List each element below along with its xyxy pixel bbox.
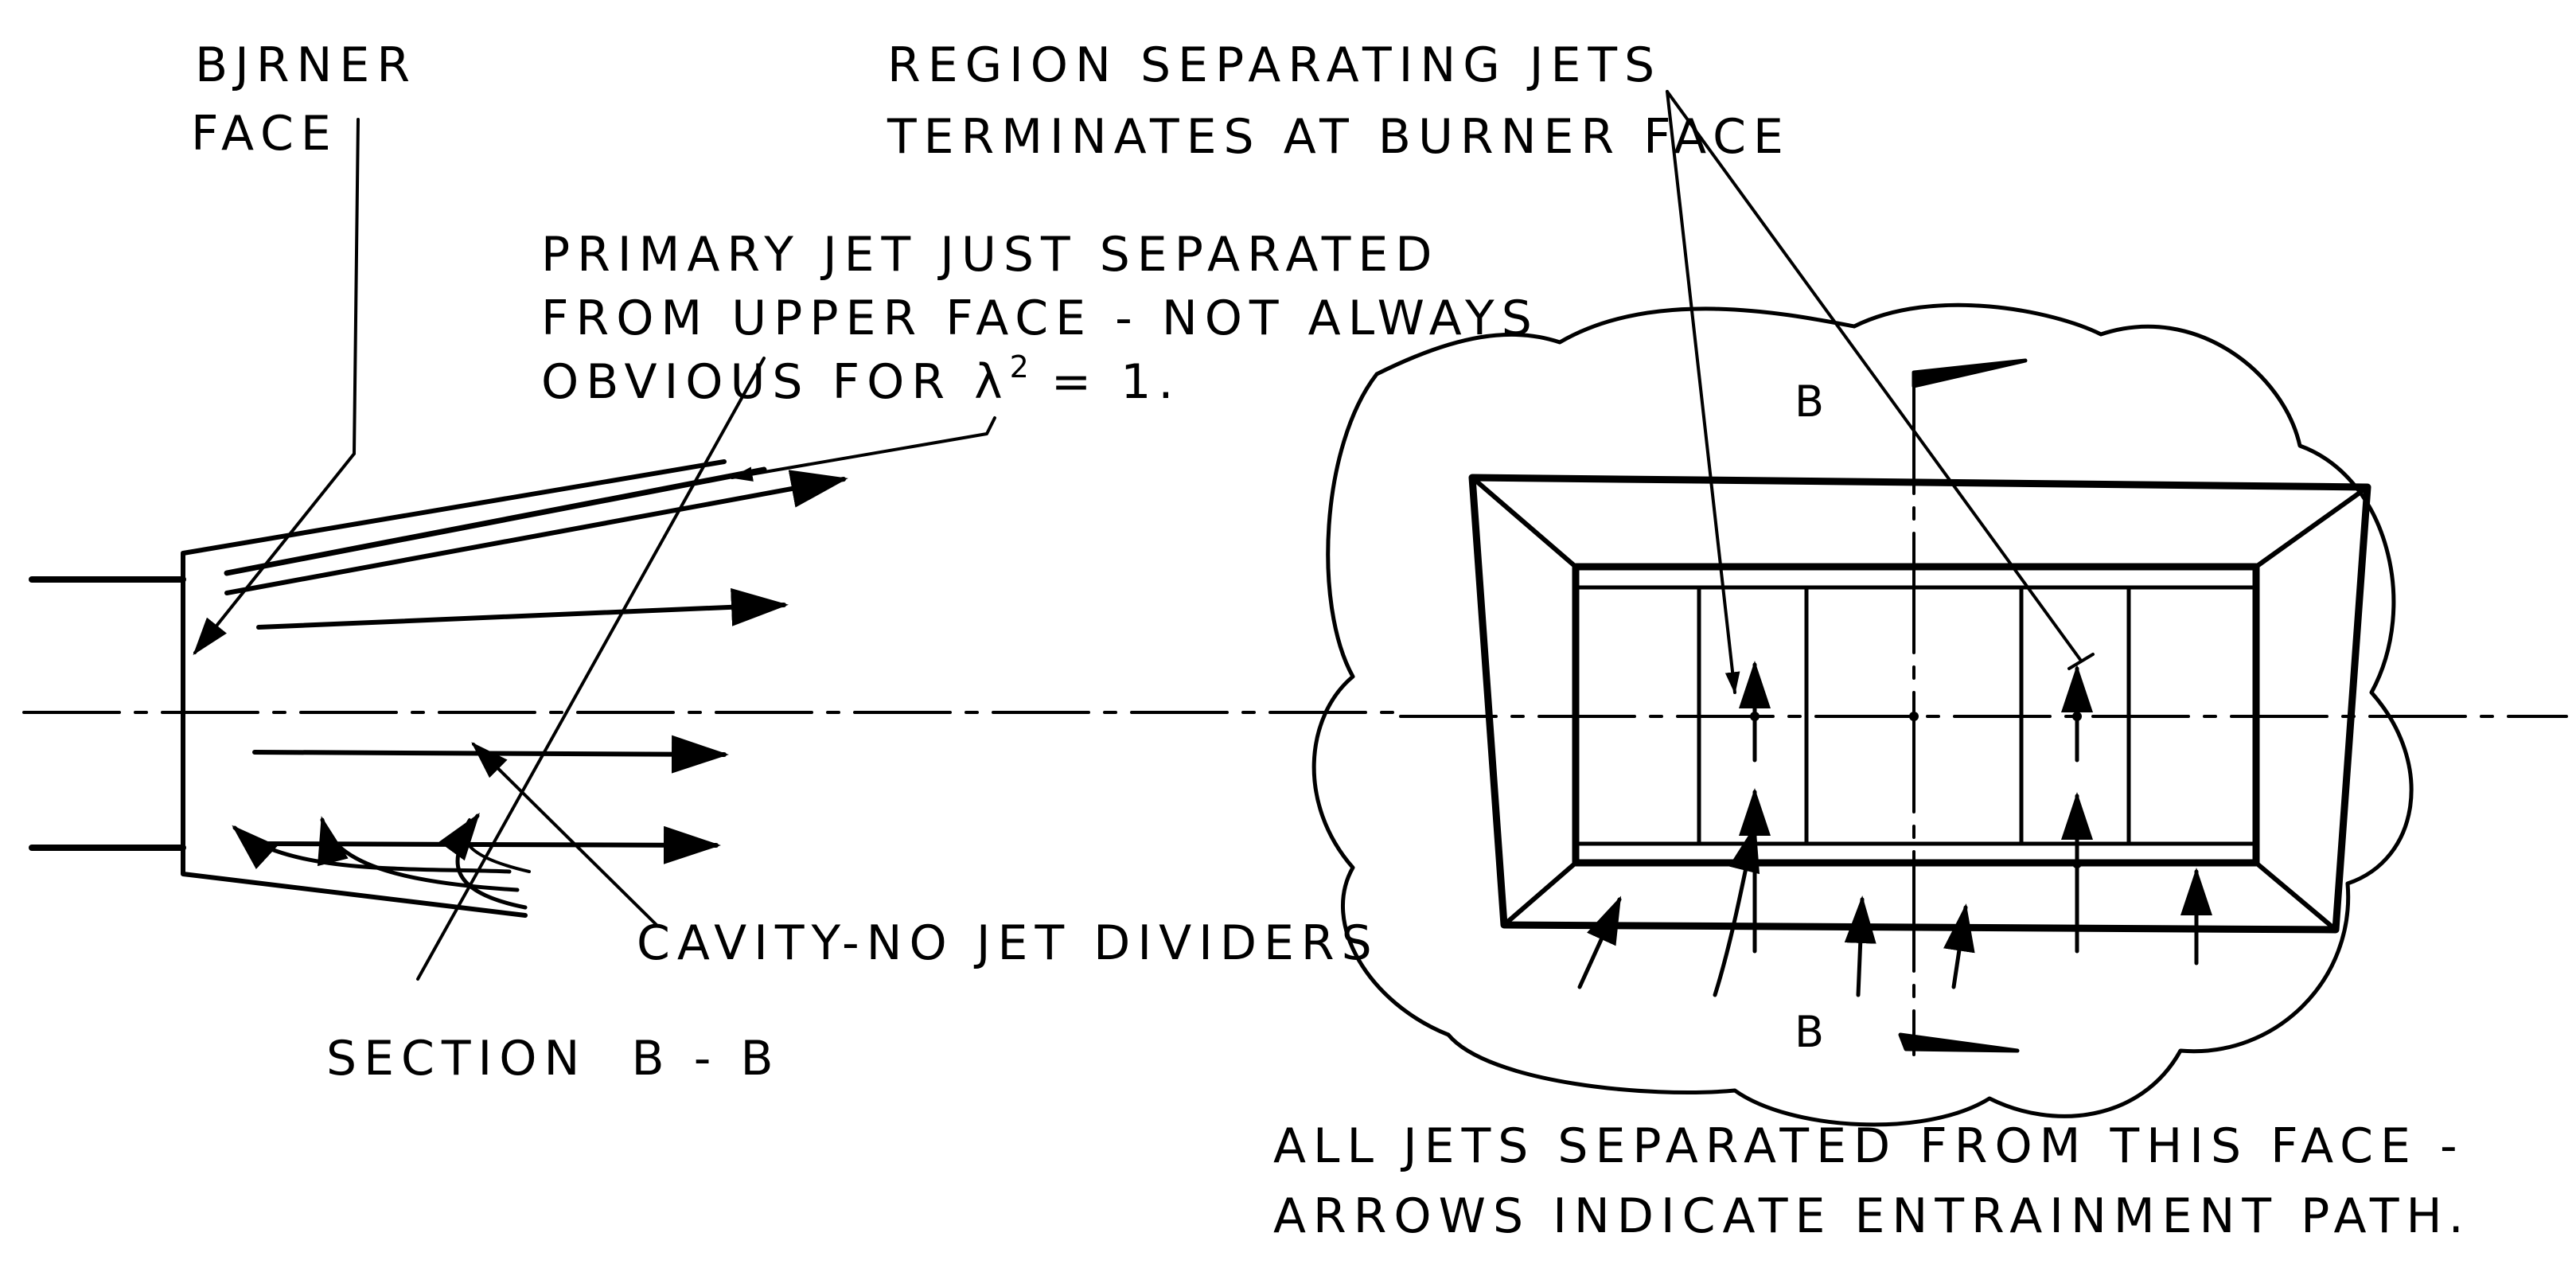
- burner-face-leader-arrow: [193, 452, 356, 656]
- burner-face-leader: [353, 118, 360, 455]
- primary-jet-arrow: [224, 470, 848, 595]
- obvious-suffix: = 1.: [1028, 354, 1181, 410]
- centerline-markers: [1750, 712, 2082, 940]
- region-leader-left: [1666, 90, 1740, 695]
- obvious-sup: 2: [1009, 349, 1029, 384]
- cavity-label: CAVITY-NO JET DIVIDERS: [637, 915, 1379, 971]
- entrainment-arrow-9: [1713, 824, 1760, 997]
- primary-jet-label-line1: PRIMARY JET JUST SEPARATED: [541, 227, 1440, 283]
- centerline-marker-2: [1909, 712, 1919, 721]
- face-view-drawing: [1311, 90, 2568, 1127]
- jet-arrow-center: [252, 735, 729, 774]
- centerline-marker-6: [1853, 930, 1863, 940]
- bevel-bl: [1502, 860, 1578, 927]
- section-flag-top: [1912, 358, 2028, 388]
- cavity-leader: [471, 742, 658, 927]
- obvious-prefix: OBVIOUS FOR λ: [541, 354, 1010, 410]
- cloud-outline: [1311, 302, 2414, 1127]
- jet-arrow-upper: [256, 587, 789, 630]
- bevel-tr: [2254, 485, 2370, 569]
- section-bb-drawing: [22, 118, 1402, 981]
- section-label: SECTION B - B: [326, 1031, 781, 1086]
- bevel-br: [2254, 860, 2338, 932]
- section-flag-bottom: [1898, 1032, 2020, 1053]
- region-leader-right-tick: [2067, 653, 2095, 670]
- region-leader-right: [1666, 90, 2083, 662]
- bevel-tl: [1470, 475, 1578, 569]
- recirculation-curl-1: [232, 825, 512, 874]
- primary-jet-label-line3: OBVIOUS FOR λ2 = 1.: [541, 352, 1180, 406]
- entrainment-arrow-6: [1844, 895, 1876, 997]
- centerline-marker-1: [1750, 712, 1760, 721]
- region-separating-label-line1: REGION SEPARATING JETS: [887, 37, 1662, 93]
- burner-face-label-line2: FACE: [191, 106, 338, 162]
- all-jets-label-line2: ARROWS INDICATE ENTRAINMENT PATH.: [1273, 1188, 2471, 1244]
- primary-jet-line: [224, 466, 767, 576]
- recirculation-curl-3: [438, 812, 528, 910]
- centerline-marker-3: [2072, 712, 2082, 721]
- primary-jet-leader: [730, 416, 996, 482]
- burner-face-label-line1: BJRNER: [195, 37, 418, 93]
- primary-jet-label-line2: FROM UPPER FACE - NOT ALWAYS: [541, 291, 1539, 346]
- section-marker-top: B: [1795, 376, 1825, 427]
- entrainment-arrow-7: [1943, 903, 1975, 989]
- centerline-marker-7: [1953, 930, 1962, 940]
- centerline-marker-4: [1750, 859, 1760, 868]
- recirculation-curl-2: [318, 816, 520, 892]
- recirculation-curl-4: [463, 818, 531, 873]
- jet-arrow-lower: [260, 825, 721, 864]
- centerline-marker-5: [2072, 859, 2082, 868]
- section-cut-line: [416, 357, 766, 981]
- entrainment-arrow-8: [1577, 895, 1622, 989]
- all-jets-label-line1: ALL JETS SEPARATED FROM THIS FACE -: [1273, 1118, 2465, 1174]
- region-separating-label-line2: TERMINATES AT BURNER FACE: [887, 109, 1791, 165]
- section-marker-bottom: B: [1795, 1007, 1825, 1057]
